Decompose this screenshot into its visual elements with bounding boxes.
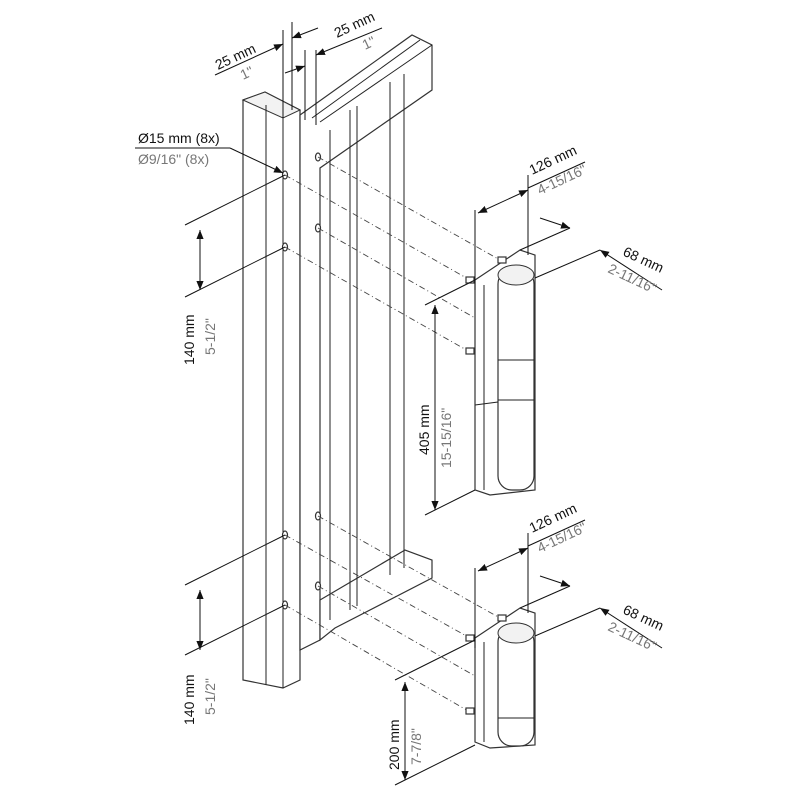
alignment-lines — [284, 156, 501, 713]
lower-hinge — [465, 607, 536, 749]
post-offset-imperial: 1" — [238, 63, 256, 83]
upper-hinge-height-imperial: 15-15/16" — [438, 408, 454, 468]
dimension-lines — [135, 22, 663, 786]
lower-spacing-metric: 140 mm — [181, 674, 197, 725]
upper-hinge — [465, 249, 536, 496]
hole-size-imperial: Ø9/16" (8x) — [138, 151, 209, 167]
lower-hinge-height-imperial: 7-7/8" — [408, 728, 424, 765]
gate-frame — [299, 34, 433, 651]
frame-offset-imperial: 1" — [360, 33, 378, 53]
upper-spacing-metric: 140 mm — [181, 314, 197, 365]
lower-hinge-height-metric: 200 mm — [386, 719, 402, 770]
lower-spacing-imperial: 5-1/2" — [202, 678, 218, 715]
upper-hinge-height-metric: 405 mm — [416, 404, 432, 455]
hole-size-metric: Ø15 mm (8x) — [138, 130, 220, 146]
upper-spacing-imperial: 5-1/2" — [202, 318, 218, 355]
